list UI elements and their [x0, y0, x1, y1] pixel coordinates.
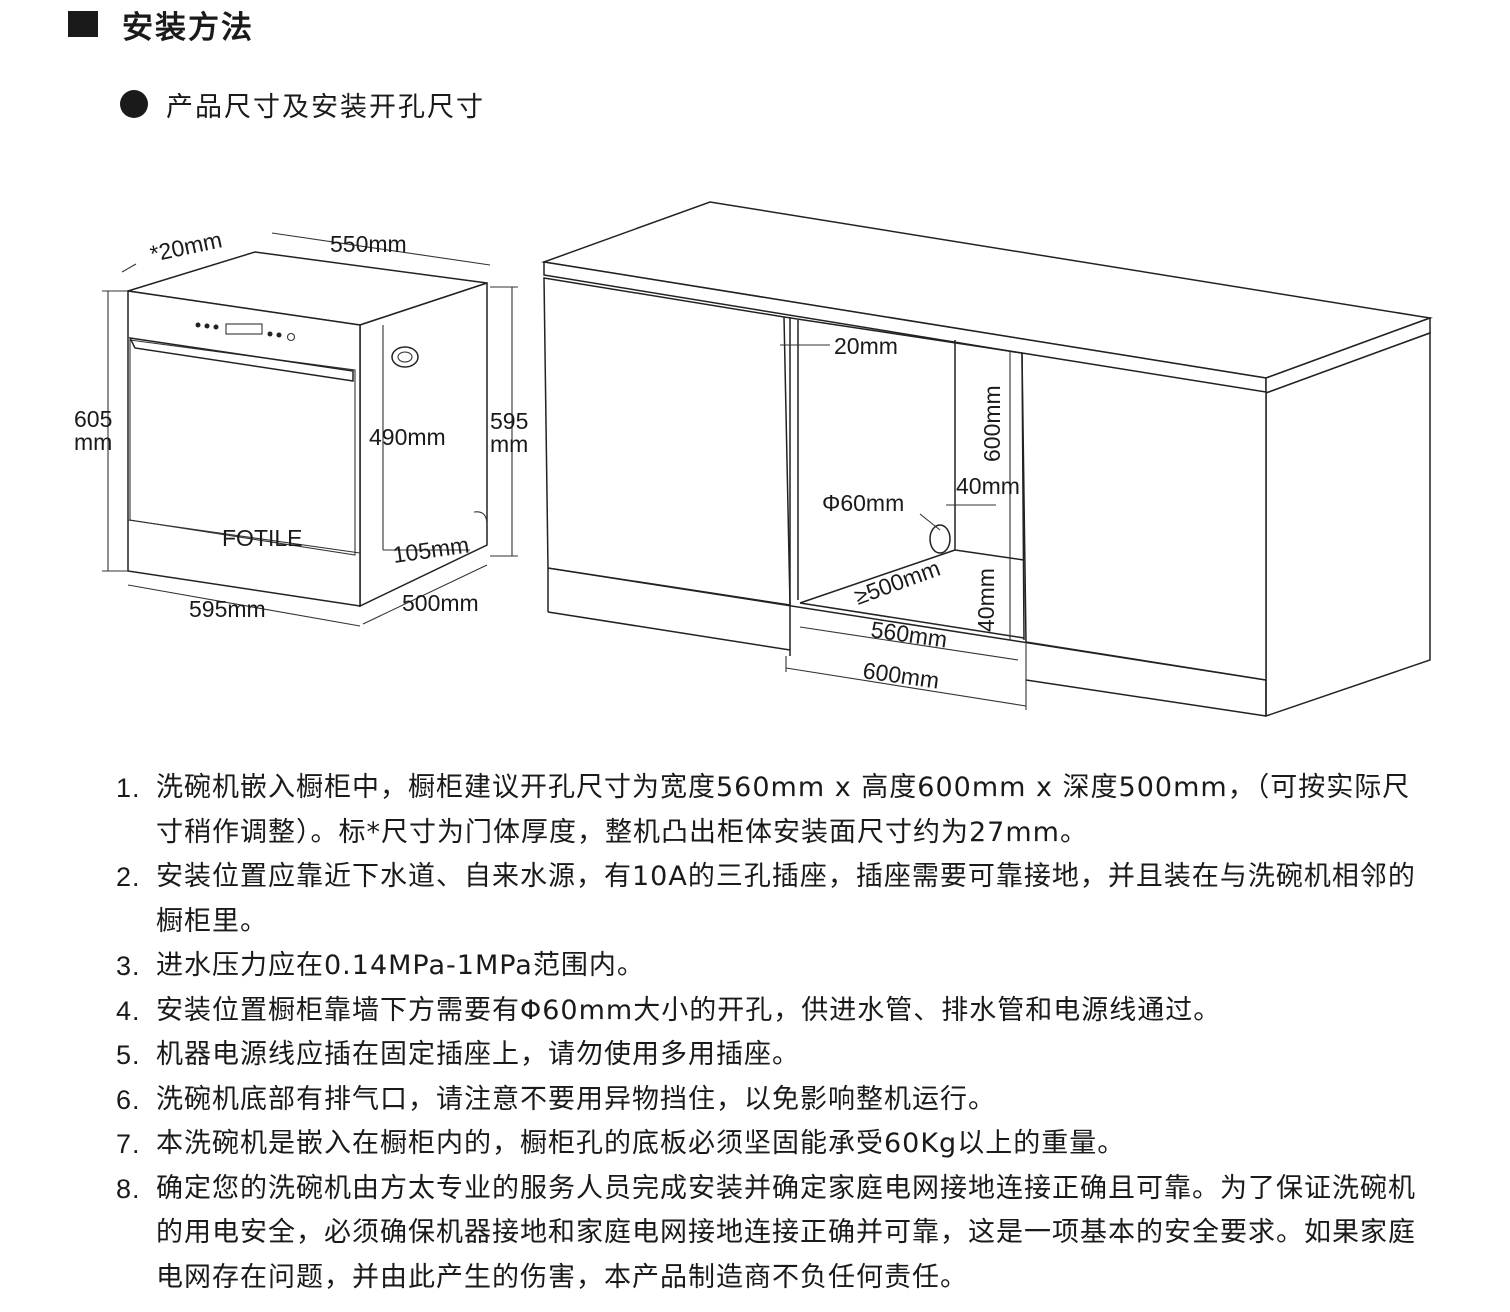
section-title: 安装方法	[122, 9, 254, 46]
list-item: 7.本洗碗机是嵌入在橱柜内的，橱柜孔的底板必须坚固能承受60Kg以上的重量。	[116, 1128, 1126, 1159]
gap-dimension: 20mm	[834, 333, 898, 359]
hole-bottom-offset-dimension: 40mm	[973, 568, 999, 632]
list-item: 2.安装位置应靠近下水道、自来水源，有10A的三孔插座，插座需要可靠接地，并且装…	[116, 861, 1416, 937]
list-item: 5.机器电源线应插在固定插座上，请勿使用多用插座。	[116, 1039, 800, 1070]
power-button-icon	[286, 332, 296, 342]
brand-label: FOTILE	[222, 525, 303, 551]
installation-notes: 1.洗碗机嵌入橱柜中，橱柜建议开孔尺寸为宽度560mm x 高度600mm x …	[116, 766, 1436, 1300]
height-left-dimension: 605	[74, 406, 112, 432]
list-item: 3.进水压力应在0.14MPa-1MPa范围内。	[116, 950, 645, 981]
opening-height-dimension: 600mm	[979, 385, 1005, 462]
depth-dimension: 500mm	[402, 590, 479, 616]
list-item: 8.确定您的洗碗机由方太专业的服务人员完成安装并确定家庭电网接地连接正确且可靠。…	[116, 1172, 1416, 1293]
list-item: 4.安装位置橱柜靠墙下方需要有Φ60mm大小的开孔，供进水管、排水管和电源线通过…	[116, 994, 1222, 1026]
min-depth-dimension: ≥500mm	[851, 555, 944, 610]
top-depth-dimension: 550mm	[330, 231, 407, 257]
inner-width-dimension: 560mm	[869, 616, 949, 652]
control-dot-icon	[195, 322, 201, 328]
subsection-title: 产品尺寸及安装开孔尺寸	[166, 91, 485, 123]
section-header: 安装方法	[68, 2, 254, 46]
list-item: 6.洗碗机底部有排气口，请注意不要用异物挡住，以免影响整机运行。	[116, 1083, 996, 1115]
height-right-unit: mm	[490, 431, 528, 457]
square-bullet-icon	[68, 11, 98, 37]
height-right-dimension: 595	[490, 408, 528, 434]
circle-bullet-icon	[120, 90, 148, 118]
pipe-hole-icon	[929, 524, 951, 554]
dishwasher-drawing: FOTILE *20mm 550mm 605 mm 595 mm 490mm 1…	[74, 226, 528, 627]
door-thickness-dimension: *20mm	[148, 226, 225, 267]
height-left-unit: mm	[74, 429, 112, 455]
side-vent-icon	[391, 346, 419, 368]
control-dot-icon	[276, 332, 282, 338]
control-dot-icon	[213, 324, 219, 330]
width-dimension: 595mm	[189, 596, 266, 622]
cabinet-drawing: 20mm 600mm 40mm Φ60mm ≥500mm 40mm 560mm …	[541, 201, 1433, 718]
control-dot-icon	[267, 331, 273, 337]
subsection-header: 产品尺寸及安装开孔尺寸	[120, 84, 485, 124]
hole-diameter-dimension: Φ60mm	[822, 490, 904, 516]
installation-diagram: FOTILE *20mm 550mm 605 mm 595 mm 490mm 1…	[74, 201, 1433, 718]
list-item: 1.洗碗机嵌入橱柜中，橱柜建议开孔尺寸为宽度560mm x 高度600mm x …	[116, 772, 1411, 848]
control-dot-icon	[204, 323, 210, 329]
display-panel-icon	[225, 323, 263, 335]
outer-width-dimension: 600mm	[861, 657, 941, 693]
door-height-dimension: 490mm	[369, 424, 446, 450]
hole-offset-dimension: 40mm	[956, 473, 1020, 499]
